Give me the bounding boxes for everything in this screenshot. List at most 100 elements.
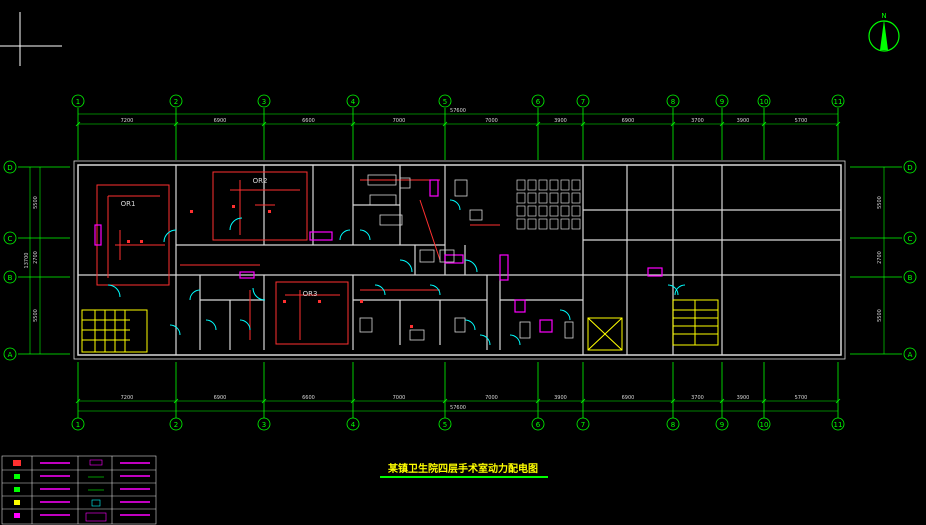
- grid-label-left-D: D: [7, 164, 12, 172]
- grid-label-bottom-9: 9: [720, 421, 724, 429]
- legend-table: [1, 455, 157, 525]
- grid-bubble-top-7: [576, 94, 590, 108]
- dim-value-top: 7200: [121, 118, 134, 124]
- north-arrow-icon: N: [868, 12, 900, 52]
- dim-value-left: 2700: [33, 251, 39, 264]
- locker: [549, 192, 559, 204]
- svg-text:N: N: [881, 12, 886, 20]
- grid-bubble-top-4: [346, 94, 360, 108]
- grid-bubble-right-C: [903, 231, 917, 245]
- dim-tick: [535, 398, 541, 404]
- locker: [571, 192, 581, 204]
- dim-total-value-bottom: 57600: [450, 405, 466, 411]
- grid-bubble-left-C: [3, 231, 17, 245]
- grid-label-left-A: A: [8, 351, 13, 359]
- dim-value-bottom: 6900: [214, 395, 227, 401]
- dim-tick: [835, 398, 841, 404]
- dim-tick: [580, 398, 586, 404]
- dim-value-top: 7000: [485, 118, 498, 124]
- grid-label-top-9: 9: [720, 98, 724, 106]
- room-or3: OR3: [303, 290, 318, 298]
- dim-total-value-left: 13700: [24, 253, 30, 269]
- dim-tick: [535, 121, 541, 127]
- locker: [538, 205, 548, 217]
- locker: [538, 192, 548, 204]
- dim-tick: [835, 121, 841, 127]
- grid-label-right-C: C: [908, 235, 913, 243]
- grid-label-right-D: D: [907, 164, 912, 172]
- grid-bubble-right-A: [903, 347, 917, 361]
- grid-bubble-bottom-8: [666, 417, 680, 431]
- grid-bubble-bottom-7: [576, 417, 590, 431]
- grid-bubble-bottom-2: [169, 417, 183, 431]
- grid-bubble-top-6: [531, 94, 545, 108]
- dim-value-right: 2700: [877, 251, 883, 264]
- room-labels: OR1 OR2 OR3: [121, 177, 318, 298]
- grid-bubble-bottom-3: [257, 417, 271, 431]
- locker: [527, 179, 537, 191]
- dim-value-top: 5700: [795, 118, 808, 124]
- locker: [527, 205, 537, 217]
- grid-bubble-top-8: [666, 94, 680, 108]
- dim-tick: [173, 121, 179, 127]
- dim-value-bottom: 3700: [691, 395, 704, 401]
- drawing-title: 某镇卫生院四层手术室动力配电图: [388, 462, 538, 475]
- grid-bubble-right-D: [903, 160, 917, 174]
- dim-value-top: 6900: [214, 118, 227, 124]
- grid-label-top-8: 8: [671, 98, 675, 106]
- outlet-markers: [127, 205, 413, 328]
- dim-value-bottom: 6900: [622, 395, 635, 401]
- grid-bubble-bottom-4: [346, 417, 360, 431]
- locker: [516, 179, 526, 191]
- dim-value-top: 3700: [691, 118, 704, 124]
- grid-label-bottom-4: 4: [351, 421, 356, 429]
- locker: [560, 179, 570, 191]
- grid-bubble-left-A: [3, 347, 17, 361]
- dim-tick: [75, 398, 81, 404]
- stair-right: [672, 299, 719, 346]
- dim-value-top: 7000: [393, 118, 406, 124]
- dim-value-top: 6900: [622, 118, 635, 124]
- dim-value-bottom: 7000: [393, 395, 406, 401]
- locker: [516, 192, 526, 204]
- locker: [527, 218, 537, 230]
- dim-value-top: 3900: [554, 118, 567, 124]
- power-circuits: [96, 171, 500, 345]
- dim-tick: [761, 398, 767, 404]
- locker: [571, 218, 581, 230]
- equipment: [359, 174, 574, 341]
- grid-bubble-right-B: [903, 270, 917, 284]
- dim-tick: [719, 121, 725, 127]
- dim-value-left: 5500: [33, 309, 39, 322]
- room-or1: OR1: [121, 200, 136, 208]
- locker: [527, 192, 537, 204]
- grid-label-right-A: A: [908, 351, 913, 359]
- grid-bubble-bottom-10: [757, 417, 771, 431]
- grid-bubble-left-D: [3, 160, 17, 174]
- stair-left: [81, 309, 148, 353]
- grid-label-top-10: 10: [760, 98, 769, 106]
- dim-value-right: 5500: [877, 309, 883, 322]
- locker: [549, 205, 559, 217]
- grid-bubble-top-2: [169, 94, 183, 108]
- dim-tick: [442, 121, 448, 127]
- door-swings: [107, 199, 686, 346]
- grid-label-top-1: 1: [76, 98, 80, 106]
- grid-label-bottom-7: 7: [581, 421, 585, 429]
- grid-bubble-bottom-11: [831, 417, 845, 431]
- grid-bubble-top-9: [715, 94, 729, 108]
- room-or2: OR2: [253, 177, 268, 185]
- grid-label-top-4: 4: [351, 98, 356, 106]
- dim-value-right: 5500: [877, 196, 883, 209]
- grid-bubble-bottom-6: [531, 417, 545, 431]
- locker: [560, 205, 570, 217]
- grid-bubble-top-11: [831, 94, 845, 108]
- locker: [571, 179, 581, 191]
- dim-tick: [670, 398, 676, 404]
- ucs-crosshair: [0, 12, 62, 66]
- grid-bubble-bottom-1: [71, 417, 85, 431]
- elevator-shaft: [587, 317, 623, 351]
- grid-bubble-left-B: [3, 270, 17, 284]
- grid-label-top-6: 6: [536, 98, 541, 106]
